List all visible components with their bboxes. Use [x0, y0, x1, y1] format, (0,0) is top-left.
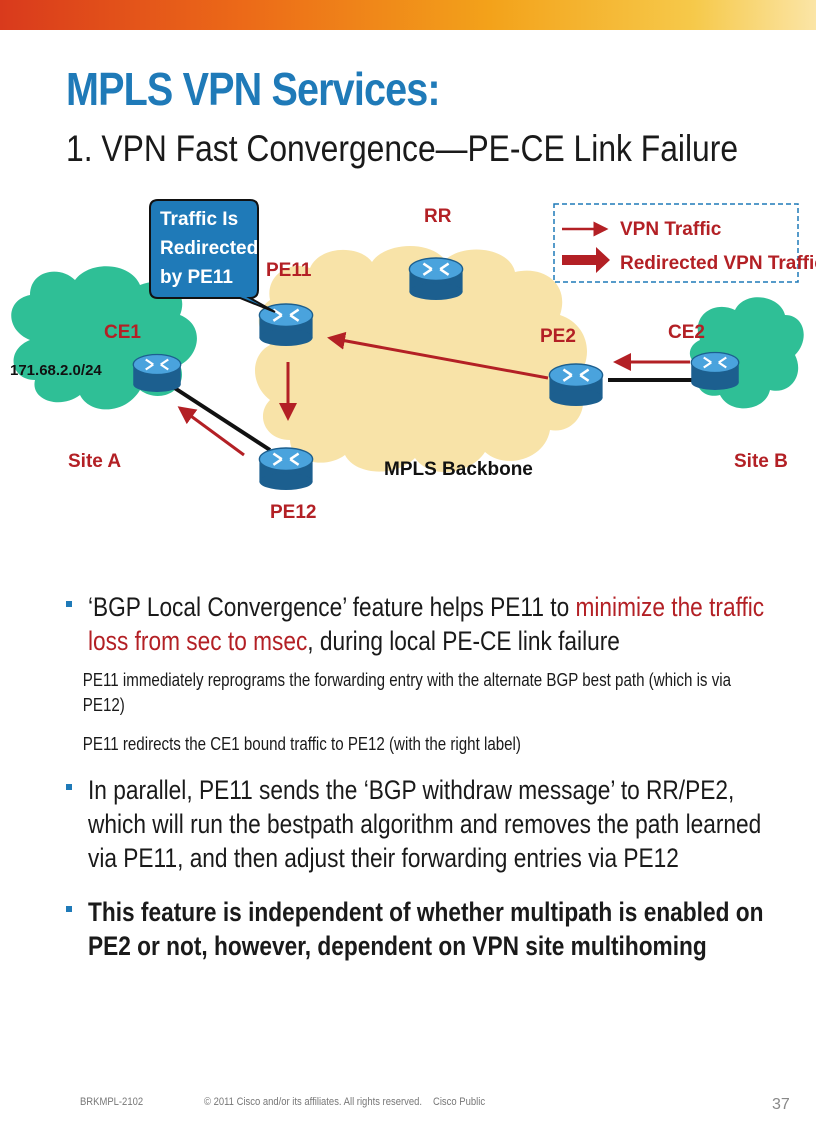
footer-code: BRKMPL-2102 — [80, 1096, 144, 1108]
bullet-list: ‘BGP Local Convergence’ feature helps PE… — [66, 590, 766, 963]
sub-bullet-2: PE11 redirects the CE1 bound traffic to … — [82, 734, 521, 754]
label-pe12: PE12 — [270, 502, 316, 523]
legend-box — [553, 203, 799, 283]
footer-public: Cisco Public — [433, 1096, 486, 1108]
legend-redirected-arrow — [562, 247, 610, 273]
label-site-b: Site B — [734, 451, 788, 472]
callout-box — [149, 199, 276, 313]
footer-copyright: © 2011 Cisco and/or its affiliates. All … — [204, 1096, 422, 1108]
slide-title: MPLS VPN Services: — [66, 63, 441, 115]
label-ce2: CE2 — [668, 322, 705, 343]
callout-line-3: by PE11 — [160, 267, 233, 288]
network-diagram: Traffic Is Redirected by PE11 VPN Traffi… — [10, 199, 816, 523]
bullet-1-post: , during local PE-CE link failure — [307, 626, 620, 656]
label-pe11: PE11 — [266, 260, 312, 281]
label-ce1: CE1 — [104, 322, 141, 343]
bullet-marker — [66, 784, 72, 790]
ce1-router-icon — [132, 353, 182, 392]
pe12-to-ce1-arrow — [177, 406, 245, 457]
legend-vpn-traffic: VPN Traffic — [620, 219, 722, 240]
ce1-pe12-link — [168, 383, 272, 452]
header-bar — [0, 0, 816, 30]
rr-router-icon — [408, 256, 464, 300]
label-mpls-backbone: MPLS Backbone — [384, 459, 533, 480]
bullet-marker — [66, 601, 72, 607]
ce2-router-icon — [690, 351, 740, 390]
bullet-1: ‘BGP Local Convergence’ feature helps PE… — [66, 590, 766, 658]
bullet-3: This feature is independent of whether m… — [66, 895, 766, 963]
page-number: 37 — [772, 1096, 790, 1113]
callout-line-1: Traffic Is — [160, 209, 238, 230]
pe11-router-icon — [258, 302, 314, 346]
pe12-router-icon — [258, 446, 314, 490]
label-prefix: 171.68.2.0/24 — [10, 362, 102, 379]
legend-redirected-traffic: Redirected VPN Traffic — [620, 253, 816, 274]
callout-line-2: Redirected — [160, 238, 258, 259]
label-rr: RR — [424, 206, 452, 227]
pe2-to-pe11-arrow — [327, 331, 549, 380]
label-site-a: Site A — [68, 451, 121, 472]
bullet-2-text: In parallel, PE11 sends the ‘BGP withdra… — [88, 775, 762, 873]
slide-subtitle: 1. VPN Fast Convergence—PE-CE Link Failu… — [66, 128, 739, 169]
sub-bullet-1: PE11 immediately reprograms the forwardi… — [82, 670, 732, 715]
bullet-1-highlight: minimize the traffic loss from sec to ms… — [88, 592, 765, 656]
mpls-backbone-cloud — [255, 245, 587, 473]
bullet-3-text: This feature is independent of whether m… — [88, 897, 764, 961]
bullet-2: In parallel, PE11 sends the ‘BGP withdra… — [66, 773, 766, 875]
bullet-1-pre: ‘BGP Local Convergence’ feature helps PE… — [88, 592, 576, 622]
label-pe2: PE2 — [540, 326, 576, 347]
bullet-marker — [66, 906, 72, 912]
pe2-router-icon — [548, 362, 604, 406]
